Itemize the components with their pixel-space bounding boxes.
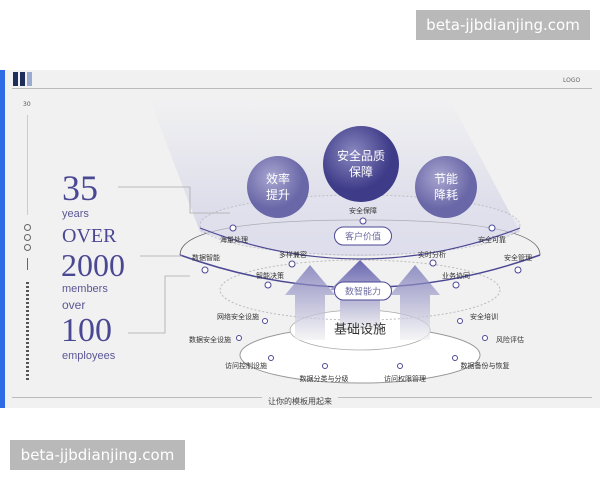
stat-unit: employees: [62, 350, 116, 362]
circle-label: 效率 提升: [265, 172, 291, 202]
pill-customer-value: 客户价值: [333, 226, 393, 246]
node-label: 智能决策: [256, 272, 284, 280]
logo-bar-icon: [27, 72, 32, 86]
node-label: 数据备份与恢复: [460, 362, 510, 370]
stat-value: 35: [62, 168, 98, 208]
vertical-decorative-text: [26, 282, 29, 382]
base-infrastructure-label: 基础设施: [333, 322, 387, 338]
stat-prefix: over: [62, 298, 86, 312]
node-label: 访问控制设施: [225, 362, 267, 370]
node-label: 安全管理: [504, 254, 532, 262]
footer-text: 让你的模板用起来: [262, 396, 338, 407]
node-label: 数据安全设施: [189, 336, 231, 344]
page-number: 30: [23, 101, 31, 108]
side-line: [27, 258, 28, 270]
logo-bar-icon: [20, 72, 25, 86]
node-label: 多样兼容: [279, 251, 307, 259]
node-label: 数据分类与分级: [299, 375, 349, 383]
node-label: 业务协同: [442, 272, 470, 280]
node-label: 安全培训: [470, 313, 498, 321]
pill-digital-capability: 数智能力: [333, 281, 393, 301]
node-label: 安全可靠: [478, 236, 506, 244]
node-label: 风险评估: [496, 336, 524, 344]
stat-value: 2000: [61, 247, 125, 283]
stat-unit: members: [62, 283, 108, 295]
node-label: 实时分析: [418, 251, 446, 259]
node-label: 海量处理: [220, 236, 248, 244]
watermark-bottom: beta-jjbdianjing.com: [10, 440, 185, 470]
node-label: 数据智能: [192, 254, 220, 262]
dot-icon: [24, 224, 31, 231]
stat-value: 100: [61, 312, 112, 349]
node-label: 网络安全设施: [217, 313, 259, 321]
side-line: [27, 115, 28, 215]
dot-icon: [24, 234, 31, 241]
circle-safety-quality: 安全品质 保障: [337, 148, 385, 180]
watermark-top: beta-jjbdianjing.com: [416, 10, 590, 40]
stat-unit: years: [62, 208, 89, 220]
circle-label: 节能 降耗: [433, 172, 459, 202]
circle-efficiency: 效率 提升: [266, 171, 290, 203]
node-label: 安全保障: [349, 207, 377, 215]
circle-energy: 节能 降耗: [434, 171, 458, 203]
logo-bar-icon: [13, 72, 18, 86]
header-divider: [12, 88, 592, 89]
logo-text: LOGO: [563, 77, 581, 84]
stat-prefix: OVER: [62, 225, 117, 247]
circle-label: 安全品质 保障: [336, 149, 386, 179]
node-label: 访问权限管理: [384, 375, 426, 383]
dot-icon: [24, 244, 31, 251]
blue-edge-bar: [0, 70, 5, 408]
